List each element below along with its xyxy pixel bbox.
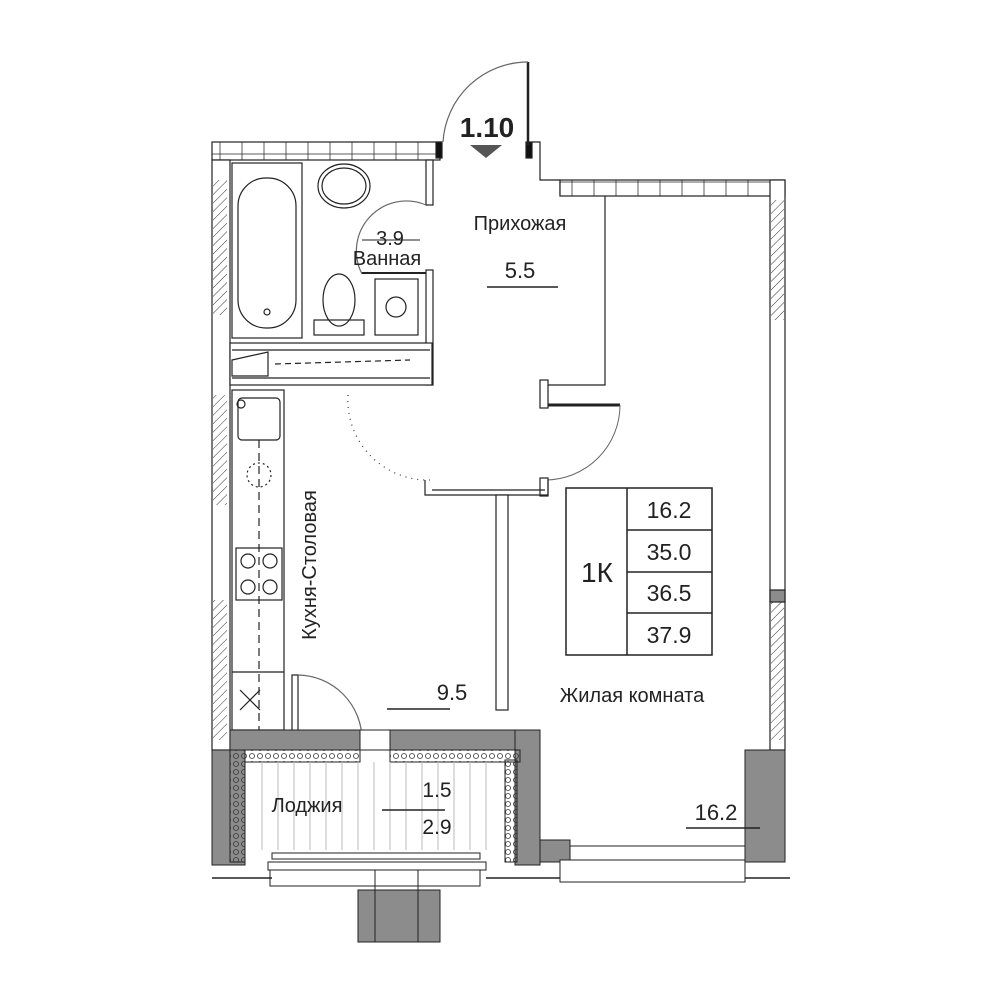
room-name-hall: Прихожая [474, 213, 567, 235]
room-area-hall: 5.5 [505, 258, 536, 283]
summary-living-area: 16.2 [647, 497, 692, 523]
room-area-bathroom: 3.9 [376, 228, 404, 250]
room-area-loggia-bottom: 2.9 [422, 816, 451, 839]
room-name-living: Жилая комната [560, 685, 705, 707]
room-name-bathroom: Ванная [353, 248, 422, 270]
summary-area-2: 35.0 [647, 539, 692, 565]
room-area-kitchen: 9.5 [437, 680, 468, 705]
summary-total-area: 37.9 [647, 622, 692, 648]
room-area-loggia-top: 1.5 [422, 779, 451, 802]
entrance-marker-icon [470, 145, 502, 158]
walls [211, 61, 786, 751]
area-summary-table [565, 487, 713, 656]
summary-area-3: 36.5 [647, 580, 692, 606]
apartment-type: 1К [581, 557, 614, 588]
apartment-number: 1.10 [460, 112, 515, 143]
room-name-loggia: Лоджия [272, 795, 343, 817]
loggia [211, 729, 790, 943]
room-area-living: 16.2 [695, 800, 738, 825]
room-name-kitchen: Кухня-Столовая [299, 490, 321, 640]
